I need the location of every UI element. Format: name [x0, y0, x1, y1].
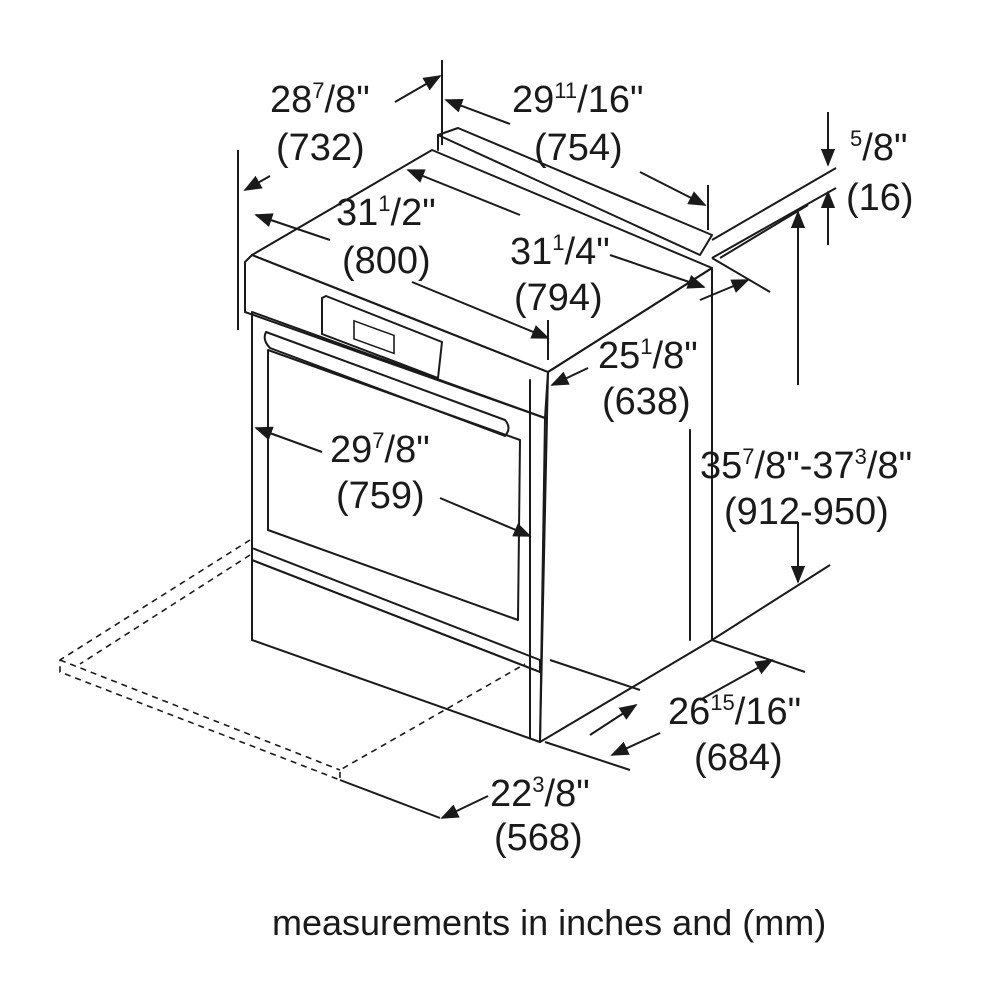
label-height: 357/8"-373/8" (912-950)	[700, 444, 912, 533]
label-depth-overall: 287/8" (732)	[270, 78, 370, 169]
label-depth-body: 251/8" (638)	[598, 334, 698, 423]
svg-text:(568): (568)	[494, 817, 583, 859]
svg-text:357/8"-373/8": 357/8"-373/8"	[700, 444, 912, 487]
caption: measurements in inches and (mm)	[272, 902, 826, 943]
svg-text:(638): (638)	[602, 381, 691, 423]
label-depth-side: 2615/16" (684)	[668, 690, 801, 779]
svg-text:2911/16": 2911/16"	[512, 78, 643, 121]
svg-text:(732): (732)	[276, 127, 365, 169]
label-oven-width: 297/8" (759)	[330, 428, 430, 517]
svg-text:(912-950): (912-950)	[724, 491, 889, 533]
svg-text:(800): (800)	[342, 240, 431, 282]
svg-text:(684): (684)	[694, 737, 783, 779]
range-body	[244, 127, 713, 743]
svg-text:223/8": 223/8"	[490, 772, 590, 815]
label-width-cooktop: 311/4" (794)	[510, 230, 610, 319]
label-cutout-depth: 223/8" (568)	[490, 772, 590, 859]
svg-text:(759): (759)	[336, 475, 425, 517]
svg-text:5/8": 5/8"	[850, 126, 907, 169]
svg-text:2615/16": 2615/16"	[668, 690, 801, 733]
svg-text:(754): (754)	[534, 127, 623, 169]
dimension-lines	[237, 60, 837, 819]
svg-text:287/8": 287/8"	[270, 78, 370, 121]
svg-text:311/4": 311/4"	[510, 230, 610, 273]
label-top-width: 2911/16" (754)	[512, 78, 643, 169]
svg-text:297/8": 297/8"	[330, 428, 430, 471]
svg-text:(794): (794)	[514, 277, 603, 319]
label-width-overall: 311/2" (800)	[336, 191, 436, 282]
svg-text:311/2": 311/2"	[336, 191, 436, 234]
svg-text:251/8": 251/8"	[598, 334, 698, 377]
label-backguard: 5/8" (16)	[846, 126, 914, 219]
svg-text:(16): (16)	[846, 177, 914, 219]
